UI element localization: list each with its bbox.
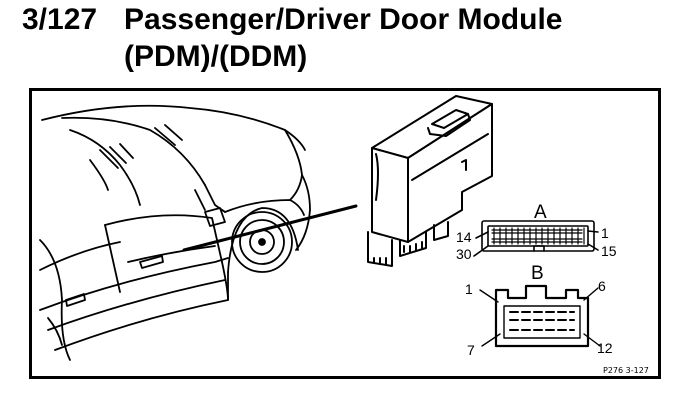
connector-a-drawing	[473, 220, 599, 257]
connector-b-label: B	[531, 263, 544, 284]
connector-b-pin-6: 6	[598, 278, 606, 294]
diagram-frame	[29, 88, 661, 379]
connector-a-label: A	[534, 202, 547, 223]
car-drawing	[39, 104, 311, 361]
page-title-line2: (PDM)/(DDM)	[124, 40, 308, 73]
door-module-drawing	[367, 95, 493, 267]
connector-a-pin-30: 30	[456, 246, 472, 262]
leader-line	[182, 204, 358, 252]
figure-reference: P276 3-127	[603, 366, 649, 375]
connector-a-pin-14: 14	[456, 229, 472, 245]
connector-b-pin-12: 12	[597, 340, 613, 356]
connector-a-pin-15: 15	[601, 243, 617, 259]
connector-b-pin-1: 1	[465, 281, 473, 297]
connector-b-pin-7: 7	[467, 342, 475, 358]
connector-b-drawing	[479, 284, 601, 348]
connector-a-pin-1: 1	[601, 225, 609, 241]
section-number: 3/127	[22, 3, 98, 36]
page-header: 3/127 Passenger/Driver Door Module (PDM)…	[0, 0, 688, 82]
page-title-line1: Passenger/Driver Door Module	[124, 3, 563, 36]
